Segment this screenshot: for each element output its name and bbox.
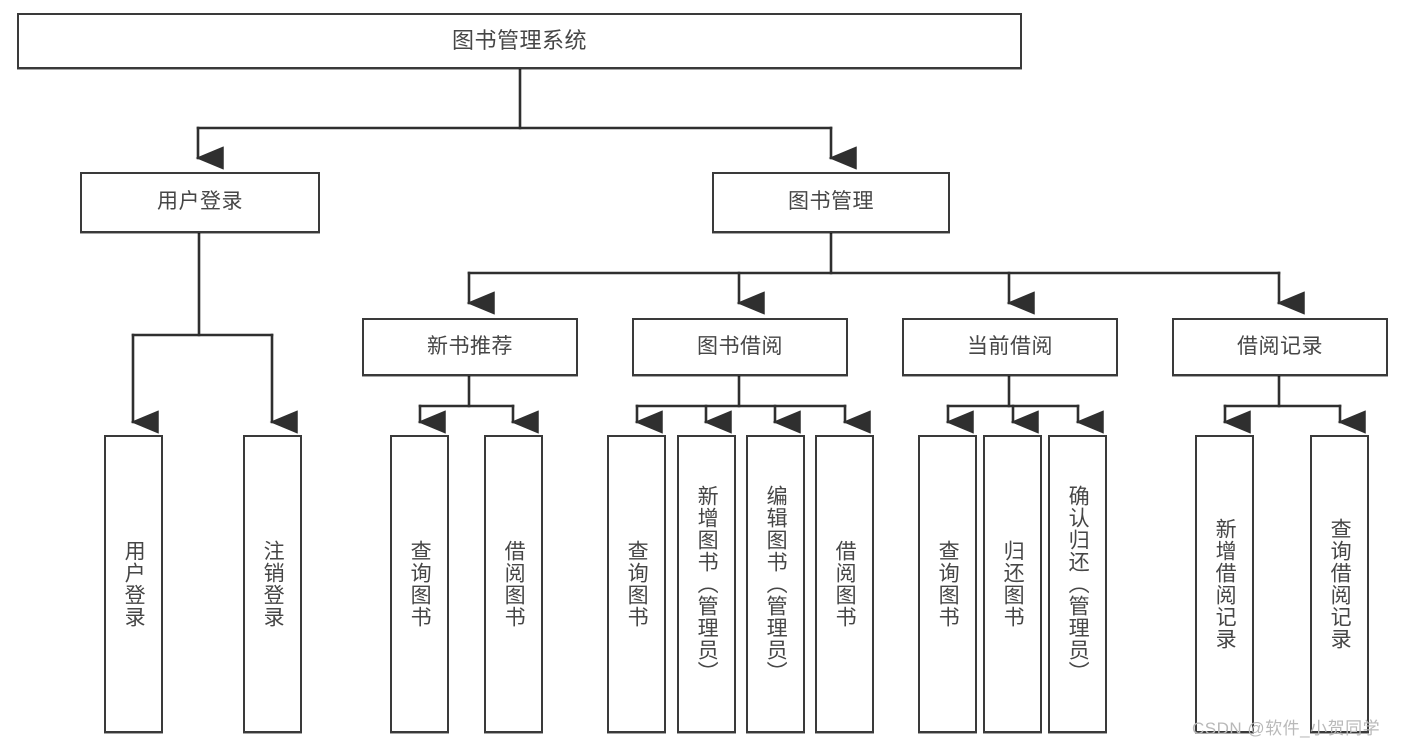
node-label: 归还图书 bbox=[1001, 540, 1025, 628]
leaf-current-borrow-query-book[interactable]: 查询图书 bbox=[918, 435, 977, 733]
node-new-book-recommend[interactable]: 新书推荐 bbox=[362, 318, 578, 376]
leaf-new-book-query-book[interactable]: 查询图书 bbox=[390, 435, 449, 733]
node-label: 当前借阅 bbox=[967, 334, 1053, 358]
node-borrow-record[interactable]: 借阅记录 bbox=[1172, 318, 1388, 376]
leaf-book-borrow-borrow-book[interactable]: 借阅图书 bbox=[815, 435, 874, 733]
node-label: 查询借阅记录 bbox=[1328, 518, 1352, 650]
node-book-management[interactable]: 图书管理 bbox=[712, 172, 950, 233]
node-label: 新书推荐 bbox=[427, 334, 513, 358]
node-label: 查询图书 bbox=[408, 540, 432, 628]
leaf-current-borrow-return-book[interactable]: 归还图书 bbox=[983, 435, 1042, 733]
node-user-login[interactable]: 用户登录 bbox=[80, 172, 320, 233]
node-label: 新增借阅记录 bbox=[1213, 518, 1237, 650]
node-label: 新增图书（管理员） bbox=[695, 485, 719, 683]
leaf-current-borrow-confirm-return-admin[interactable]: 确认归还（管理员） bbox=[1048, 435, 1107, 733]
node-label: 图书管理 bbox=[788, 190, 874, 214]
leaf-book-borrow-add-book-admin[interactable]: 新增图书（管理员） bbox=[677, 435, 736, 733]
leaf-book-borrow-edit-book-admin[interactable]: 编辑图书（管理员） bbox=[746, 435, 805, 733]
leaf-user-login-login[interactable]: 用户登录 bbox=[104, 435, 163, 733]
node-label: 图书管理系统 bbox=[451, 28, 587, 54]
node-current-borrow[interactable]: 当前借阅 bbox=[902, 318, 1118, 376]
node-label: 借阅图书 bbox=[833, 540, 857, 628]
node-label: 编辑图书（管理员） bbox=[764, 485, 788, 683]
leaf-user-login-logout[interactable]: 注销登录 bbox=[243, 435, 302, 733]
leaf-borrow-record-query-record[interactable]: 查询借阅记录 bbox=[1310, 435, 1369, 733]
node-label: 借阅图书 bbox=[502, 540, 526, 628]
leaf-borrow-record-add-record[interactable]: 新增借阅记录 bbox=[1195, 435, 1254, 733]
leaf-book-borrow-query-book[interactable]: 查询图书 bbox=[607, 435, 666, 733]
watermark-csdn: CSDN @软件_小贺同学 bbox=[1192, 719, 1381, 738]
leaf-new-book-borrow-book[interactable]: 借阅图书 bbox=[484, 435, 543, 733]
node-label: 用户登录 bbox=[157, 190, 243, 214]
node-label: 图书借阅 bbox=[697, 334, 783, 358]
node-root-system[interactable]: 图书管理系统 bbox=[17, 13, 1022, 69]
node-label: 查询图书 bbox=[936, 540, 960, 628]
node-book-borrow[interactable]: 图书借阅 bbox=[632, 318, 848, 376]
node-label: 注销登录 bbox=[261, 540, 285, 628]
node-label: 查询图书 bbox=[625, 540, 649, 628]
node-label: 用户登录 bbox=[122, 540, 146, 628]
node-label: 借阅记录 bbox=[1237, 334, 1323, 358]
node-label: 确认归还（管理员） bbox=[1066, 485, 1090, 683]
